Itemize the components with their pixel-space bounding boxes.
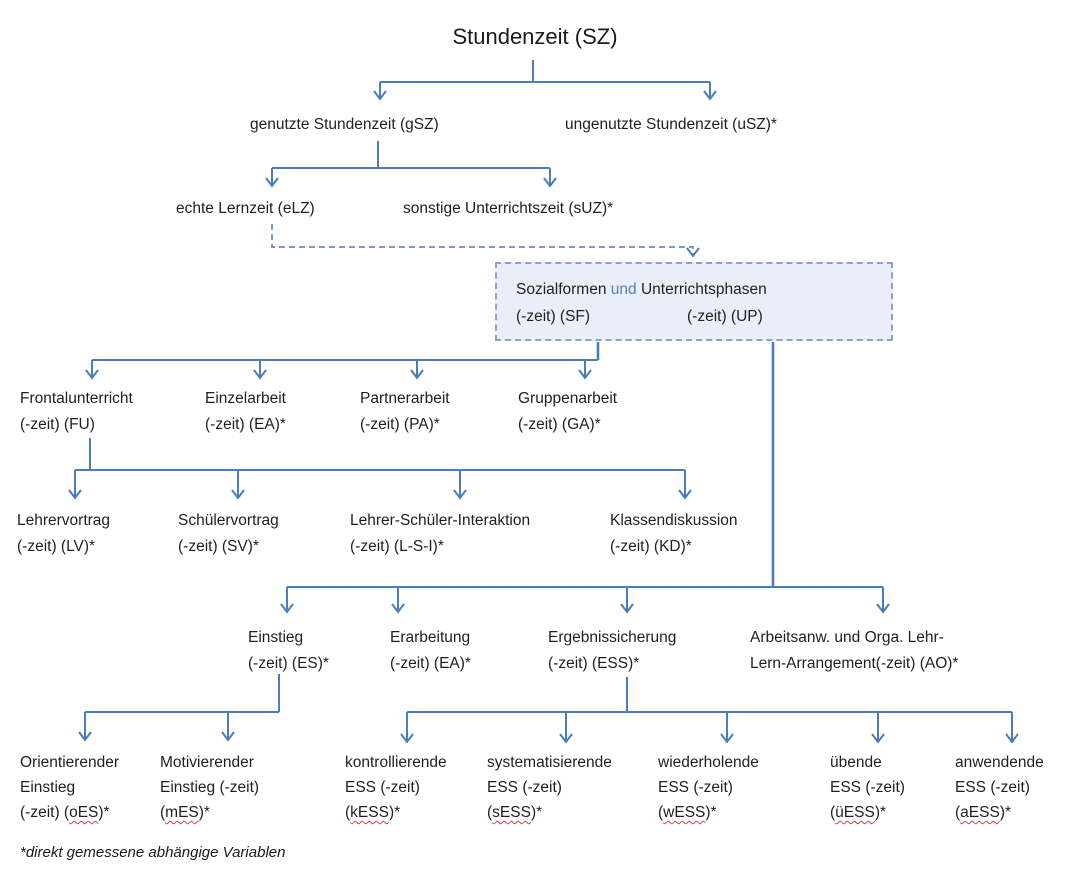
conjunction-und: und <box>610 281 637 298</box>
connector-sz-to-children <box>373 60 717 101</box>
node-erarbeitung: Erarbeitung (-zeit) (EA)* <box>390 629 471 672</box>
node-lehrer-schueler-interaktion: Lehrer-Schüler-Interaktion (-zeit) (L-S-… <box>350 512 531 555</box>
node-sonstige-unterrichtszeit: sonstige Unterrichtszeit (sUZ)* <box>403 200 614 217</box>
node-anwendende-ess: anwendende ESS (-zeit) (aESS)* <box>955 754 1044 821</box>
node-systematisierende-ess: systematisierende ESS (-zeit) (sESS)* <box>487 754 612 821</box>
phasebox-sf-abbr: (-zeit) (SF) <box>516 308 591 325</box>
node-arbeitsanweisung-orga: Arbeitsanw. und Orga. Lehr- Lern-Arrange… <box>750 629 959 672</box>
connector-fu-to-children <box>68 438 692 500</box>
abbr-wess: wESS <box>663 804 706 821</box>
connector-gsz-to-children <box>265 141 557 188</box>
phasebox-up-abbr: (-zeit) (UP) <box>687 308 763 325</box>
abbr-sess: sESS <box>492 804 531 821</box>
node-frontalunterricht: Frontalunterricht (-zeit) (FU) <box>20 390 133 433</box>
node-gruppenarbeit: Gruppenarbeit (-zeit) (GA)* <box>518 390 618 433</box>
node-uebende-ess: übende ESS (-zeit) (üESS)* <box>830 754 905 821</box>
diagram-title: Stundenzeit (SZ) <box>452 24 618 49</box>
node-ungenutzte-stundenzeit: ungenutzte Stundenzeit (uSZ)* <box>565 116 777 133</box>
node-einzelarbeit: Einzelarbeit (-zeit) (EA)* <box>205 390 286 433</box>
connector-unterrichtsphasen-to-children <box>280 342 890 614</box>
connector-ess-to-children <box>400 677 1019 744</box>
node-ergebnissicherung: Ergebnissicherung (-zeit) (ESS)* <box>548 629 677 672</box>
node-echte-lernzeit: echte Lernzeit (eLZ) <box>176 200 315 217</box>
abbr-uess: üESS <box>835 804 875 821</box>
abbr-aess: aESS <box>960 804 1000 821</box>
connector-elz-to-phasebox-dashed <box>271 224 700 258</box>
node-genutzte-stundenzeit: genutzte Stundenzeit (gSZ) <box>250 116 439 133</box>
node-partnerarbeit: Partnerarbeit (-zeit) (PA)* <box>360 390 450 433</box>
abbr-kess: kESS <box>350 804 389 821</box>
abbr-mes: mES <box>165 804 199 821</box>
node-lehrervortrag: Lehrervortrag (-zeit) (LV)* <box>17 512 111 555</box>
node-einstieg: Einstieg (-zeit) (ES)* <box>248 629 329 672</box>
connector-einstieg-to-children <box>78 674 280 742</box>
footnote: *direkt gemessene abhängige Variablen <box>20 844 286 861</box>
node-schuelervortrag: Schülervortrag (-zeit) (SV)* <box>178 512 279 555</box>
node-sozialformen-unterrichtsphasen-box: Sozialformen und Unterrichtsphasen (-zei… <box>495 262 893 341</box>
abbr-oes: oES <box>69 804 99 821</box>
node-motivierender-einstieg: Motivierender Einstieg (-zeit) (mES)* <box>160 754 260 821</box>
node-wiederholende-ess: wiederholende ESS (-zeit) (wESS)* <box>658 754 759 821</box>
node-kontrollierende-ess: kontrollierende ESS (-zeit) (kESS)* <box>345 754 447 821</box>
node-orientierender-einstieg: Orientierender Einstieg (-zeit) (oES)* <box>20 754 120 821</box>
phasebox-line1: Sozialformen und Unterrichtsphasen <box>516 281 767 298</box>
connector-sozialformen-to-children <box>85 342 600 380</box>
node-klassendiskussion: Klassendiskussion (-zeit) (KD)* <box>610 512 738 555</box>
